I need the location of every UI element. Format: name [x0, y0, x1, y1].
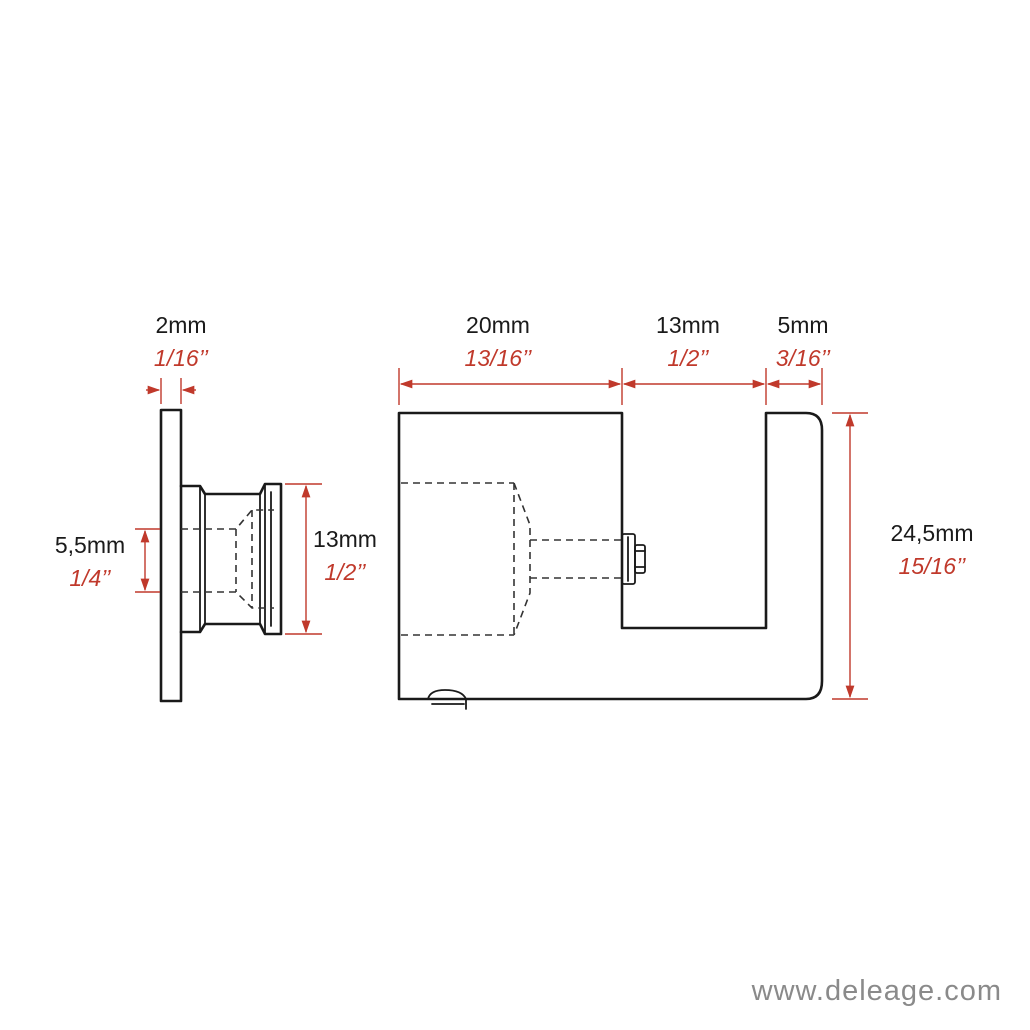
spool-hidden-bore — [181, 509, 274, 609]
clamp-body — [397, 411, 824, 710]
label-lip-width-mm: 5mm — [777, 312, 828, 338]
label-boss-inner-inch: 1/4’’ — [69, 565, 111, 591]
label-lip-width-inch: 3/16’’ — [776, 345, 831, 371]
label-body-length-mm: 20mm — [466, 312, 530, 338]
label-boss-outer-inch: 1/2’’ — [324, 559, 366, 585]
dimension-lines — [135, 368, 868, 700]
label-total-height-mm: 24,5mm — [890, 520, 973, 546]
label-boss-outer-mm: 13mm — [313, 526, 377, 552]
label-gap-width-inch: 1/2’’ — [667, 345, 709, 371]
label-boss-inner-mm: 5,5mm — [55, 532, 125, 558]
label-flange-thickness-mm: 2mm — [155, 312, 206, 338]
clamp-outline — [397, 411, 824, 701]
set-screw — [621, 533, 646, 585]
flange-part — [159, 408, 283, 703]
spool-boss — [179, 482, 283, 636]
brand-website: www.deleage.com — [751, 975, 1002, 1007]
bottom-tab — [427, 689, 467, 705]
dimension-labels: 2mm 1/16’’ 5,5mm 1/4’’ 13mm 1/2’’ 20mm 1… — [55, 312, 974, 591]
clamp-hidden-bore — [401, 482, 622, 636]
flange-plate — [159, 408, 183, 703]
label-body-length-inch: 13/16’’ — [465, 345, 533, 371]
label-gap-width-mm: 13mm — [656, 312, 720, 338]
label-total-height-inch: 15/16’’ — [899, 553, 967, 579]
label-flange-thickness-inch: 1/16’’ — [154, 345, 209, 371]
